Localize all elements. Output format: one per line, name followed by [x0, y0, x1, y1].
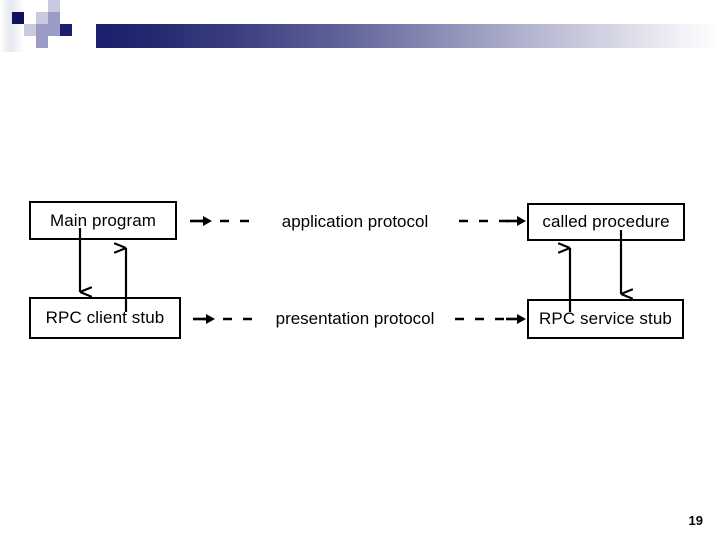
header-square-0 — [24, 0, 36, 12]
header-decoration — [0, 0, 720, 52]
header-left-fade — [0, 0, 24, 52]
header-square-8 — [24, 24, 36, 36]
header-square-6 — [36, 12, 48, 24]
node-rpc-service-stub[interactable]: RPC service stub — [527, 299, 684, 339]
header-square-2 — [48, 0, 60, 12]
node-rpc-client-stub-label: RPC client stub — [45, 308, 165, 327]
node-rpc-client-stub[interactable]: RPC client stub — [29, 297, 181, 339]
node-called-procedure-label: called procedure — [542, 212, 670, 231]
header-square-1 — [36, 0, 48, 12]
node-called-procedure[interactable]: called procedure — [527, 203, 685, 241]
header-square-3 — [60, 0, 72, 12]
header-square-10 — [48, 24, 60, 36]
header-square-13 — [48, 36, 60, 48]
edge-label-presentation-protocol: presentation protocol — [275, 309, 435, 328]
page-number: 19 — [688, 513, 703, 528]
header-square-11 — [60, 24, 72, 36]
header-square-9 — [36, 24, 48, 36]
header-square-5 — [24, 12, 36, 24]
header-square-12 — [36, 36, 48, 48]
node-main-program[interactable]: Main program — [29, 201, 177, 240]
node-main-program-label: Main program — [49, 210, 157, 230]
node-rpc-service-stub-label: RPC service stub — [539, 309, 672, 328]
header-gradient-bar — [96, 24, 720, 48]
edge-label-application-protocol: application protocol — [281, 212, 429, 231]
header-square-4 — [12, 12, 24, 24]
header-square-7 — [48, 12, 60, 24]
